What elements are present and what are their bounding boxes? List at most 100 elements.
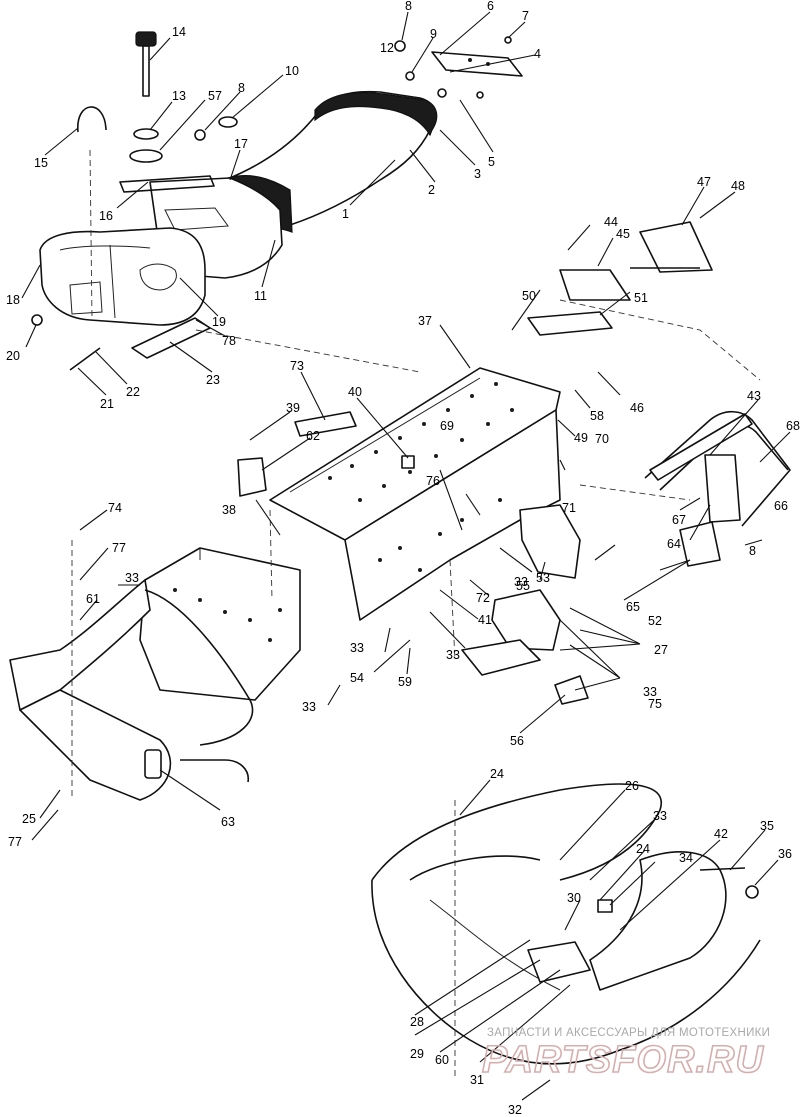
callout-25: 25 — [22, 812, 36, 826]
callout-33e: 33 — [643, 685, 657, 699]
callout-38: 38 — [222, 503, 236, 517]
callout-3: 3 — [474, 167, 481, 181]
callout-43: 43 — [747, 389, 761, 403]
callout-53: 53 — [536, 571, 550, 585]
watermark: ЗАПЧАСТИ И АКСЕССУАРЫ ДЛЯ МОТОТЕХНИКИ PA… — [481, 1027, 770, 1082]
callout-61: 61 — [86, 592, 100, 606]
front-bulkhead — [139, 547, 301, 701]
callout-9: 9 — [430, 27, 437, 41]
hood-assembly — [371, 783, 761, 1065]
callout-33a: 33 — [125, 571, 139, 585]
callout-77a: 77 — [112, 541, 126, 555]
callout-7: 7 — [522, 9, 529, 23]
callout-46: 46 — [630, 401, 644, 415]
callout-66: 66 — [774, 499, 788, 513]
callout-77b: 77 — [8, 835, 22, 849]
callout-73: 73 — [290, 359, 304, 373]
callout-14: 14 — [172, 25, 186, 39]
callout-71: 71 — [562, 501, 576, 515]
callout-17: 17 — [234, 137, 248, 151]
callout-45: 45 — [616, 227, 630, 241]
callout-40: 40 — [348, 385, 362, 399]
callout-42: 42 — [714, 827, 728, 841]
callout-31: 31 — [470, 1073, 484, 1087]
callout-51: 51 — [634, 291, 648, 305]
callout-54: 54 — [350, 671, 364, 685]
callout-labels: 1 2 3 4 5 6 7 8 8 8 9 10 11 12 13 14 15 … — [6, 0, 800, 1117]
callout-49: 49 — [574, 431, 588, 445]
callout-68: 68 — [786, 419, 800, 433]
callout-23: 23 — [206, 373, 220, 387]
callout-57: 57 — [208, 89, 222, 103]
callout-75: 75 — [648, 697, 662, 711]
assembly-lines — [71, 149, 761, 1080]
fuel-cap — [77, 31, 238, 163]
callout-29: 29 — [410, 1047, 424, 1061]
callout-5: 5 — [488, 155, 495, 169]
callout-78: 78 — [222, 334, 236, 348]
seat-assembly — [119, 90, 438, 279]
rear-bumper — [644, 410, 791, 567]
callout-24a: 24 — [490, 767, 504, 781]
callout-69: 69 — [440, 419, 454, 433]
callout-20: 20 — [6, 349, 20, 363]
callout-48: 48 — [731, 179, 745, 193]
callout-2: 2 — [428, 183, 435, 197]
callout-6: 6 — [487, 0, 494, 13]
callout-39: 39 — [286, 401, 300, 415]
callout-11: 11 — [254, 289, 267, 303]
fuel-tank — [31, 227, 206, 326]
callout-13: 13 — [172, 89, 186, 103]
callout-60: 60 — [435, 1053, 449, 1067]
callout-33d: 33 — [302, 700, 316, 714]
callout-37: 37 — [418, 314, 432, 328]
front-frame — [9, 579, 254, 801]
callout-24b: 24 — [636, 842, 650, 856]
callout-32: 32 — [508, 1103, 522, 1117]
callout-47: 47 — [697, 175, 711, 189]
callout-34: 34 — [679, 851, 693, 865]
callout-22: 22 — [126, 385, 140, 399]
callout-58: 58 — [590, 409, 604, 423]
callout-44: 44 — [604, 215, 618, 229]
callout-8a: 8 — [405, 0, 412, 13]
callout-33f: 33 — [653, 809, 667, 823]
callout-55: 55 — [516, 579, 530, 593]
callout-59: 59 — [398, 675, 412, 689]
callout-28: 28 — [410, 1015, 424, 1029]
callout-19: 19 — [212, 315, 226, 329]
callout-16: 16 — [99, 209, 113, 223]
tunnel-holes — [328, 382, 514, 572]
callout-15: 15 — [34, 156, 48, 170]
callout-65: 65 — [626, 600, 640, 614]
callout-1: 1 — [342, 207, 349, 221]
callout-50: 50 — [522, 289, 536, 303]
callout-41: 41 — [478, 613, 492, 627]
callout-36: 36 — [778, 847, 792, 861]
callout-33c: 33 — [446, 648, 460, 662]
callout-70: 70 — [595, 432, 609, 446]
callout-64: 64 — [667, 537, 681, 551]
callout-26: 26 — [625, 779, 639, 793]
callout-12: 12 — [380, 41, 394, 55]
callout-35: 35 — [760, 819, 774, 833]
watermark-caption: ЗАПЧАСТИ И АКСЕССУАРЫ ДЛЯ МОТОТЕХНИКИ — [487, 1027, 770, 1039]
callout-62: 62 — [306, 429, 320, 443]
callout-56: 56 — [510, 734, 524, 748]
callout-74: 74 — [108, 501, 122, 515]
callout-63: 63 — [221, 815, 235, 829]
callout-10: 10 — [285, 64, 299, 78]
watermark-brand: PARTSFOR.RU — [482, 1039, 764, 1081]
callout-76: 76 — [426, 474, 440, 488]
callout-27: 27 — [654, 643, 668, 657]
callout-21: 21 — [100, 397, 114, 411]
callout-30: 30 — [567, 891, 581, 905]
callout-18: 18 — [6, 293, 20, 307]
callout-33g: 33 — [514, 575, 528, 589]
seat-hardware — [69, 36, 523, 371]
rear-flap — [527, 221, 713, 336]
callout-52: 52 — [648, 614, 662, 628]
callout-8b: 8 — [238, 81, 245, 95]
callout-67: 67 — [672, 513, 686, 527]
